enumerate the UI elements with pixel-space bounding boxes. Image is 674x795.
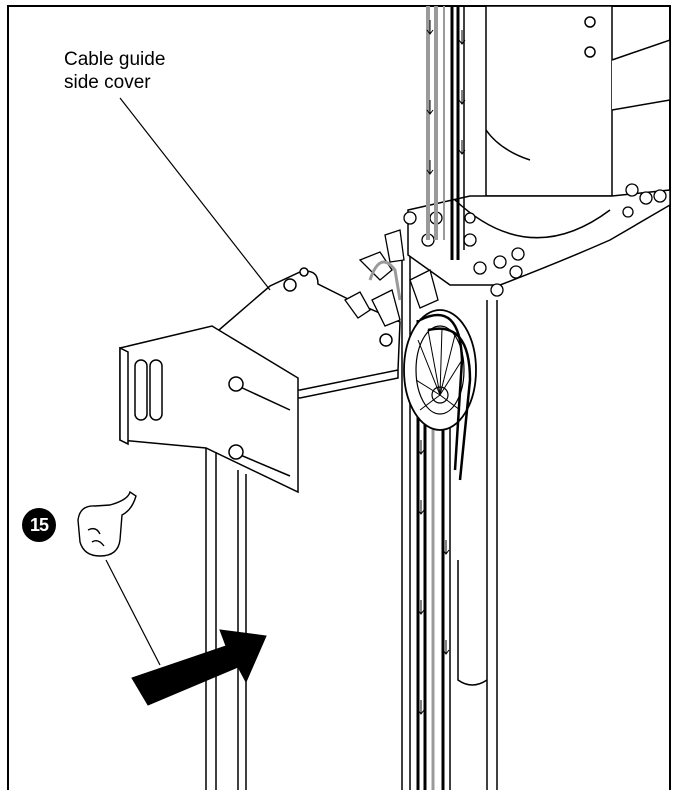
cable-direction-arrows [417, 20, 466, 715]
gray-cable-loop [368, 260, 402, 301]
support-post [205, 448, 247, 790]
step-number-badge: 15 [22, 508, 56, 542]
cable-loop [419, 313, 472, 481]
pulley-wheel [403, 309, 477, 431]
top-plate [407, 189, 671, 286]
push-direction-arrow [131, 629, 267, 706]
callout-line-1: Cable guide [64, 49, 166, 70]
callout-leader-line [119, 97, 271, 291]
figure-frame [7, 5, 671, 795]
mounting-bracket [119, 325, 299, 494]
hand-leader-line [105, 559, 161, 666]
callout-label: Cable guide side cover [64, 48, 165, 94]
motor-housing [485, 5, 671, 214]
plate-bolts [403, 183, 667, 297]
callout-line-2: side cover [64, 72, 151, 93]
hand-push-icon [77, 490, 137, 557]
cable-clips [344, 229, 439, 327]
